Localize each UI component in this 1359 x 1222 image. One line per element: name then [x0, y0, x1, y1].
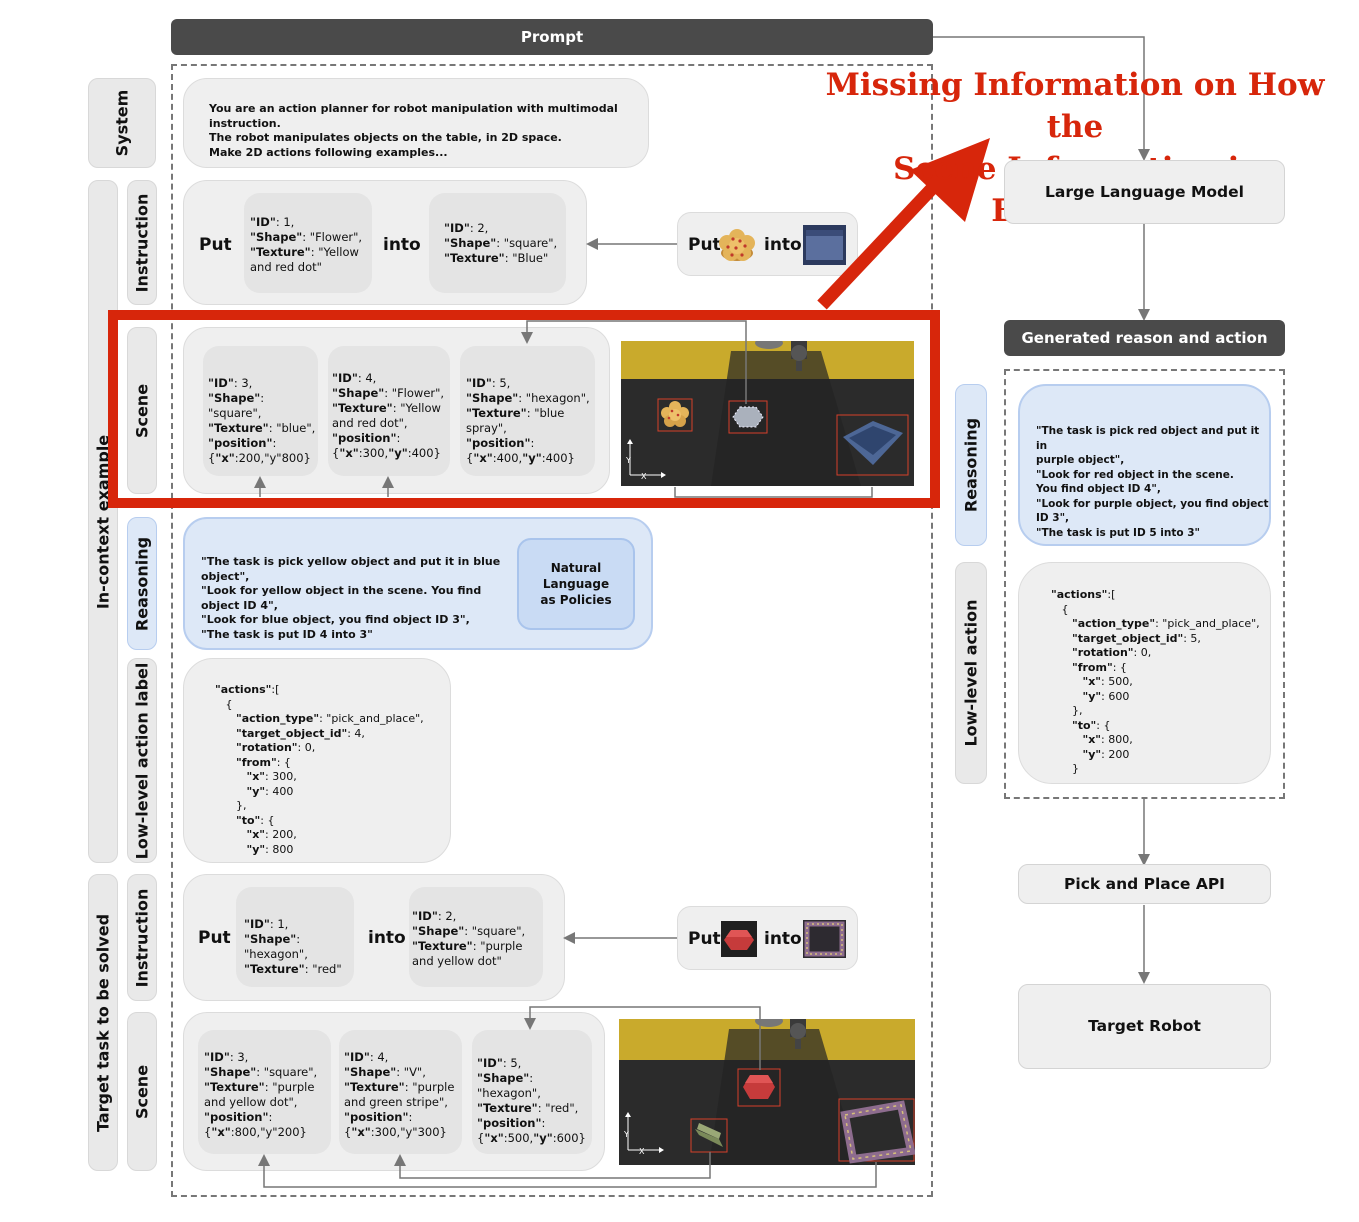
- put-word: Put: [199, 235, 232, 255]
- target-image-put-word: Put: [688, 929, 721, 949]
- target-object-1-text: "ID": 1, "Shape": "hexagon", "Texture": …: [244, 917, 342, 976]
- scene2-side-label: Scene: [127, 1012, 157, 1171]
- target-task-side-label: Target task to be solved: [88, 874, 118, 1171]
- system-text: You are an action planner for robot mani…: [209, 102, 618, 159]
- y-axis-label: Y: [625, 456, 631, 465]
- generated-header: Generated reason and action: [1004, 320, 1285, 356]
- object-4-text: "ID": 4, "Shape": "Flower", "Texture": "…: [332, 371, 445, 460]
- generated-container: [1004, 369, 1285, 799]
- example-image-instruction: Put into: [677, 212, 858, 276]
- scene-side-label: Scene: [127, 327, 157, 494]
- flower-object-icon: [719, 229, 755, 261]
- blue-square-icon: [803, 225, 846, 265]
- natural-language-badge: Natural Language as Policies: [517, 538, 635, 630]
- target-image-instruction: Put into: [677, 906, 858, 970]
- llm-box: Large Language Model: [1004, 160, 1285, 224]
- target-object-5-text: "ID": 5, "Shape": "hexagon", "Texture": …: [477, 1056, 586, 1145]
- generated-header-label: Generated reason and action: [1021, 329, 1268, 347]
- target-scene-panel: "ID": 3, "Shape": "square", "Texture": "…: [183, 1012, 605, 1171]
- example-actions-code: "actions":[ { "action_type": "pick_and_p…: [215, 683, 424, 856]
- target-x-axis-label: X: [639, 1147, 645, 1156]
- target-object-4-text: "ID": 4, "Shape": "V", "Texture": "purpl…: [344, 1050, 455, 1139]
- low-level-out-side-label: Low-level action: [955, 562, 987, 784]
- target-scene-image: Y X: [619, 1019, 915, 1165]
- object-1-card: "ID": 1, "Shape": "Flower", "Texture": "…: [244, 193, 372, 293]
- instruction2-side-label: Instruction: [127, 874, 157, 1001]
- purple-square-icon: [803, 920, 846, 958]
- target-instruction-panel: Put "ID": 1, "Shape": "hexagon", "Textur…: [183, 874, 565, 1001]
- output-reasoning-panel: "The task is pick red object and put it …: [1018, 384, 1271, 546]
- example-reasoning-text: "The task is pick yellow object and put …: [201, 555, 501, 641]
- object-3-card: "ID": 3, "Shape": "square", "Texture": "…: [203, 346, 318, 476]
- natural-language-badge-text: Natural Language as Policies: [540, 561, 612, 607]
- instruction-side-label: Instruction: [127, 180, 157, 305]
- target-object-5-card: "ID": 5, "Shape": "hexagon", "Texture": …: [472, 1030, 592, 1154]
- pick-place-api-box: Pick and Place API: [1018, 864, 1271, 904]
- object-1-text: "ID": 1, "Shape": "Flower", "Texture": "…: [250, 215, 363, 274]
- example-actions-panel: "actions":[ { "action_type": "pick_and_p…: [183, 658, 451, 863]
- example-instruction-panel: Put "ID": 1, "Shape": "Flower", "Texture…: [183, 180, 587, 305]
- target-object-4-card: "ID": 4, "Shape": "V", "Texture": "purpl…: [339, 1030, 462, 1154]
- target-object-3-text: "ID": 3, "Shape": "square", "Texture": "…: [204, 1050, 318, 1139]
- prompt-header: Prompt: [171, 19, 933, 55]
- system-panel: You are an action planner for robot mani…: [183, 78, 649, 168]
- output-actions-panel: "actions":[ { "action_type": "pick_and_p…: [1018, 562, 1271, 784]
- prompt-container: [171, 64, 933, 1197]
- object-3-text: "ID": 3, "Shape": "square", "Texture": "…: [208, 376, 316, 465]
- output-actions-code: "actions":[ { "action_type": "pick_and_p…: [1051, 588, 1260, 775]
- llm-box-label: Large Language Model: [1045, 183, 1244, 201]
- system-side-label: System: [88, 78, 156, 168]
- target-put-word: Put: [198, 928, 231, 948]
- reasoning-side-label: Reasoning: [127, 517, 157, 650]
- target-robot-box: Target Robot: [1018, 984, 1271, 1069]
- output-reasoning-text: "The task is pick red object and put it …: [1036, 425, 1269, 539]
- object-2-card: "ID": 2, "Shape": "square", "Texture": "…: [429, 193, 566, 293]
- into-word: into: [383, 235, 421, 255]
- object-4-card: "ID": 4, "Shape": "Flower", "Texture": "…: [328, 346, 450, 476]
- scene-highlight-box: [108, 310, 940, 508]
- target-into-word: into: [368, 928, 406, 948]
- target-y-axis-label: Y: [623, 1130, 629, 1139]
- pick-place-api-label: Pick and Place API: [1064, 875, 1225, 893]
- example-reasoning-panel: "The task is pick yellow object and put …: [183, 517, 653, 650]
- in-context-side-label: In-context example: [88, 180, 118, 863]
- target-object-2-text: "ID": 2, "Shape": "square", "Texture": "…: [412, 909, 526, 968]
- object-2-text: "ID": 2, "Shape": "square", "Texture": "…: [444, 221, 558, 265]
- target-object-3-card: "ID": 3, "Shape": "square", "Texture": "…: [198, 1030, 331, 1154]
- image-into-word: into: [764, 235, 802, 255]
- x-axis-label: X: [641, 472, 647, 481]
- target-object-1-card: "ID": 1, "Shape": "hexagon", "Texture": …: [236, 887, 354, 987]
- red-hexagon-icon: [721, 921, 757, 957]
- missing-info-arrow: [817, 138, 990, 310]
- low-level-side-label: Low-level action label: [127, 658, 157, 863]
- prompt-header-label: Prompt: [520, 28, 584, 46]
- image-put-word: Put: [688, 235, 721, 255]
- target-object-2-card: "ID": 2, "Shape": "square", "Texture": "…: [409, 887, 543, 987]
- target-image-into-word: into: [764, 929, 802, 949]
- annotation-line-1: Missing Information on How the: [825, 67, 1325, 145]
- reasoning-out-side-label: Reasoning: [955, 384, 987, 546]
- target-robot-label: Target Robot: [1088, 1017, 1201, 1035]
